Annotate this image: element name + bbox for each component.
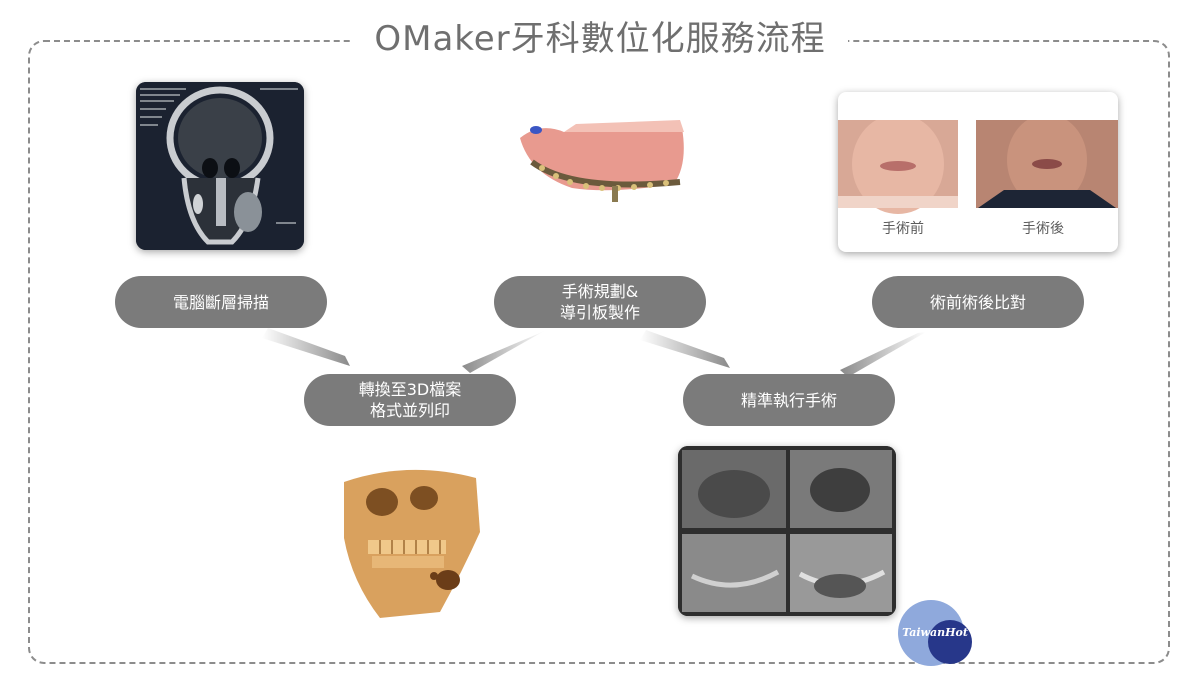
page-title: OMaker牙科數位化服務流程 <box>352 14 848 64</box>
caption-after: 手術後 <box>1022 221 1064 237</box>
before-after-panel: 手術前 手術後 <box>838 92 1118 252</box>
step-ct-scan: 電腦斷層掃描 <box>115 276 327 328</box>
step-surgical-plan: 手術規劃& 導引板製作 <box>494 276 706 328</box>
step-surgical-plan-label-1: 手術規劃& <box>561 282 639 301</box>
watermark-circle-dark <box>928 620 972 664</box>
surgery-grid-drawing <box>678 446 896 616</box>
step-precise-surgery: 精準執行手術 <box>683 374 895 426</box>
caption-before: 手術前 <box>882 221 924 237</box>
watermark-logo: TaiwanHot <box>902 626 968 639</box>
face-photos <box>838 120 1118 214</box>
surgery-photos <box>678 446 896 616</box>
step-comparison-label: 術前術後比對 <box>929 292 1026 312</box>
step-convert-3d-label-1: 轉換至3D檔案 <box>358 380 462 399</box>
ct-skull-drawing <box>136 82 304 250</box>
step-comparison: 術前術後比對 <box>872 276 1084 328</box>
ct-scan-image <box>136 82 304 250</box>
surgical-guide-model <box>520 120 684 202</box>
step-ct-scan-label: 電腦斷層掃描 <box>172 292 269 312</box>
step-convert-3d-label-2: 格式並列印 <box>369 401 450 420</box>
step-surgical-plan-label-2: 導引板製作 <box>559 303 640 322</box>
step-precise-surgery-label: 精準執行手術 <box>740 390 837 410</box>
printed-skull-model <box>344 469 480 618</box>
step-convert-3d: 轉換至3D檔案 格式並列印 <box>304 374 516 426</box>
